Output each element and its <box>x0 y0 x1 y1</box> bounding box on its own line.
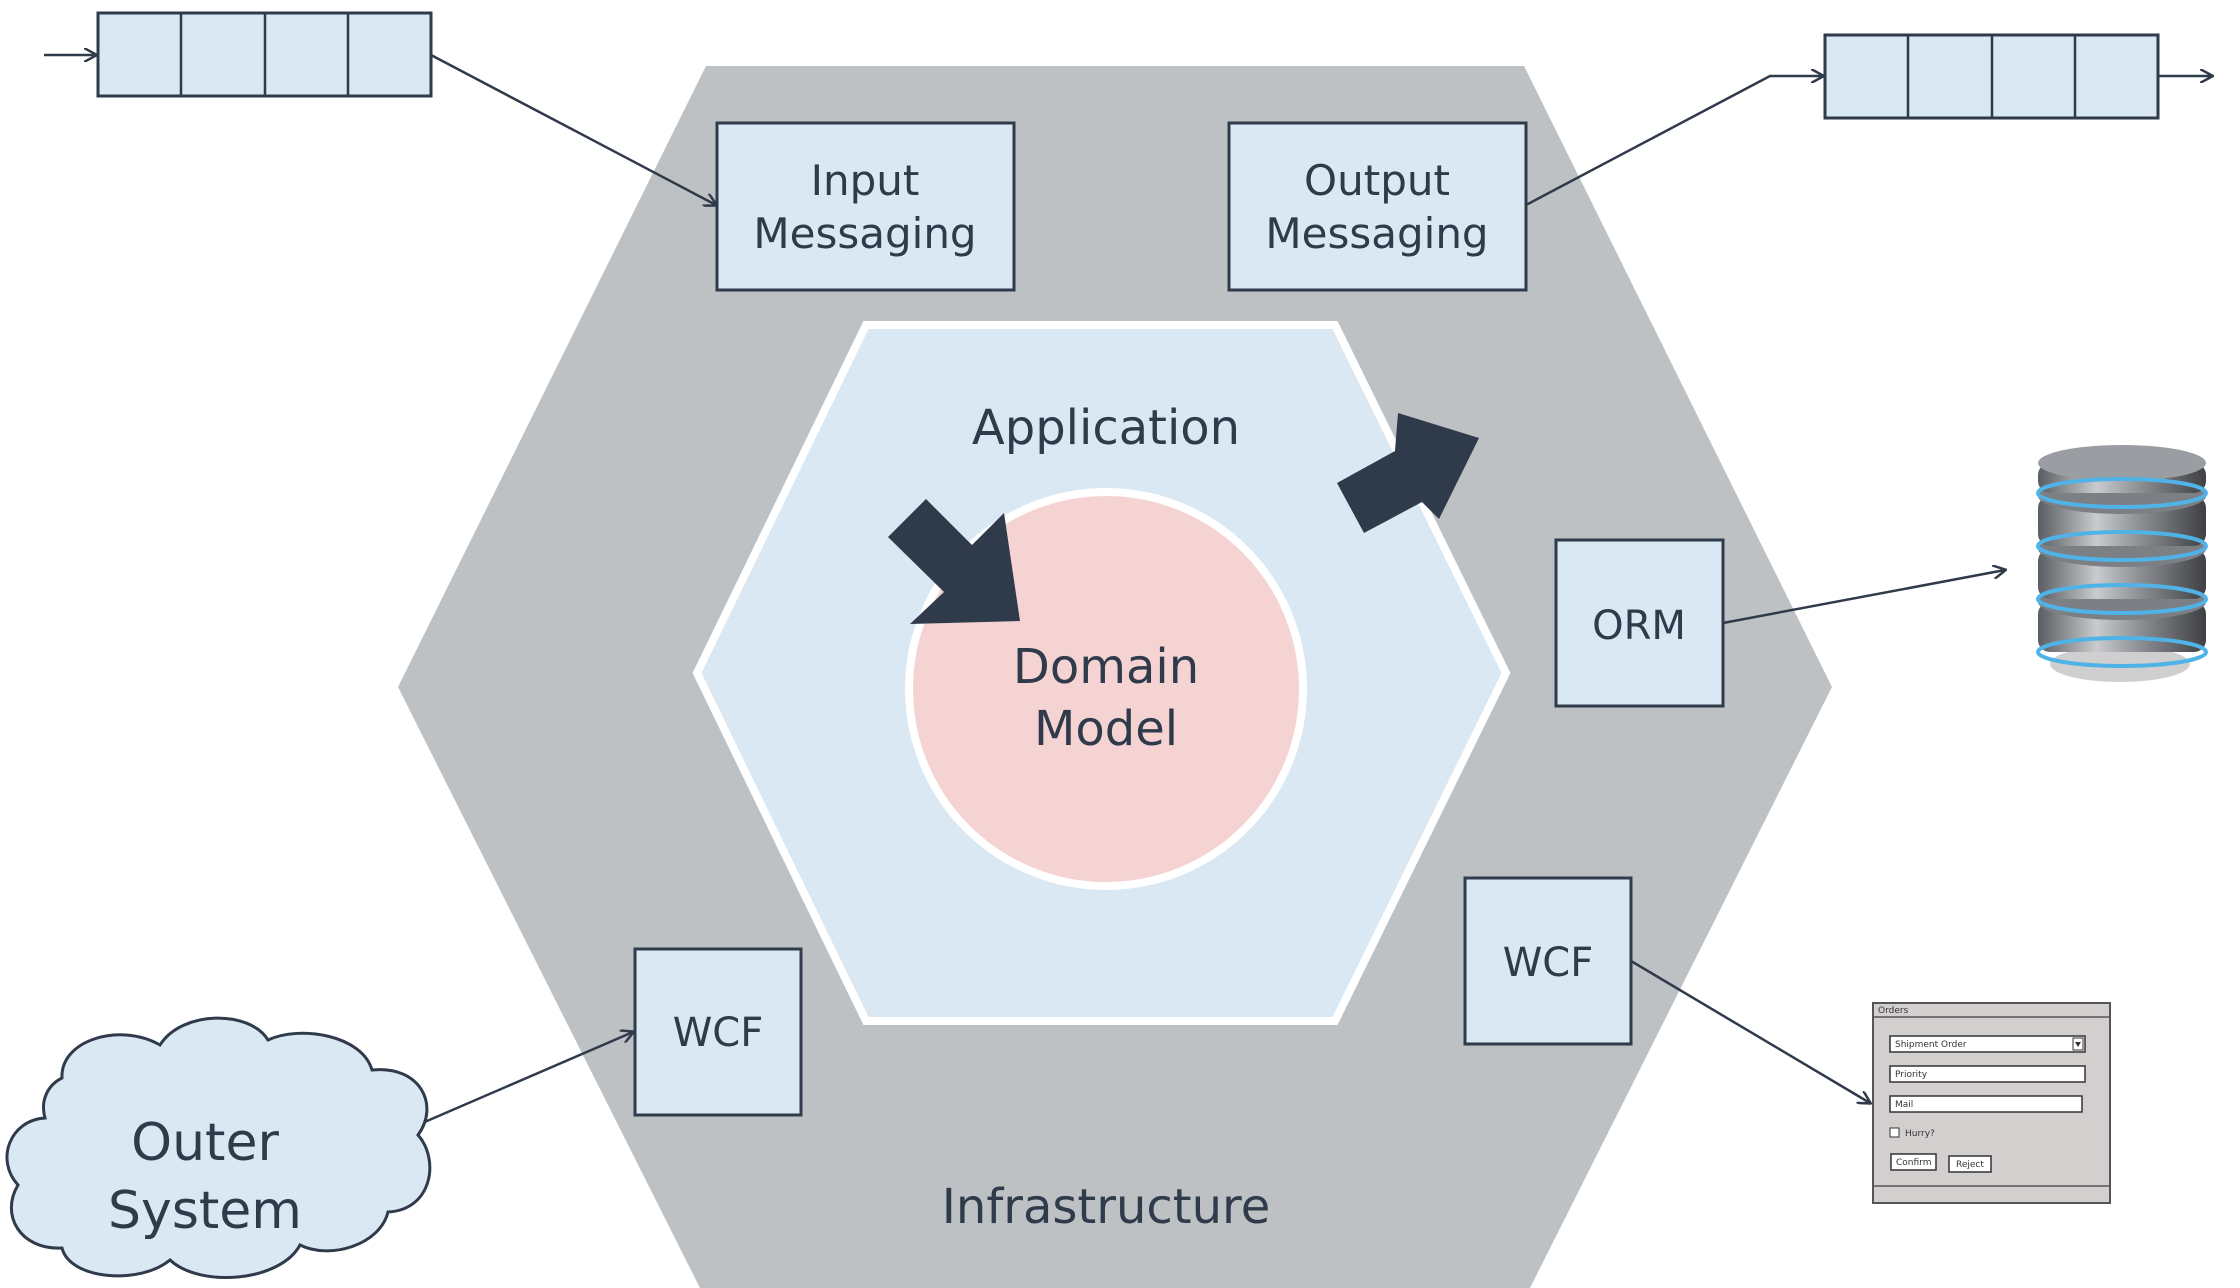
output-messaging-label-line1: Output <box>1304 156 1450 205</box>
wcf-right-box <box>1463 876 1633 1046</box>
input-queue-to-input-messaging-arrow <box>430 53 716 205</box>
form-checkbox-label: Hurry? <box>1905 1129 1935 1139</box>
output-queue <box>1823 33 2160 120</box>
user-interface-form: Orders Shipment Order Priority Mail Hurr… <box>1872 1002 2111 1204</box>
input-queue <box>96 11 433 98</box>
output-messaging-box <box>1227 121 1528 292</box>
application-label: Application <box>972 400 1240 456</box>
orm-box <box>1554 538 1725 708</box>
orm-to-database-arrow <box>1722 570 2005 625</box>
outbound-dependency-arrow <box>1337 413 1479 533</box>
outer-system-label-line1: Outer <box>131 1113 279 1173</box>
form-field-mail: Mail <box>1895 1100 1913 1110</box>
infrastructure-label: Infrastructure <box>942 1179 1270 1235</box>
database-icon <box>2036 445 2208 682</box>
outer-system-cloud <box>5 1016 432 1279</box>
domain-model-label-line1: Domain <box>1013 639 1199 695</box>
inbound-dependency-arrow <box>888 499 1020 624</box>
input-messaging-label-line1: Input <box>811 156 920 205</box>
outer-system-label-line2: System <box>108 1181 302 1241</box>
outer-system-to-wcf-arrow <box>419 1032 633 1126</box>
input-messaging-label-line2: Messaging <box>753 209 976 258</box>
form-confirm-button: Confirm <box>1896 1158 1931 1168</box>
wcf-right-label: WCF <box>1503 940 1594 986</box>
wcf-left-label: WCF <box>673 1010 764 1056</box>
form-field-priority: Priority <box>1895 1070 1928 1080</box>
input-messaging-box <box>715 121 1016 292</box>
domain-model-label-line2: Model <box>1034 701 1178 757</box>
output-messaging-label-line2: Messaging <box>1265 209 1488 258</box>
output-messaging-to-output-queue-arrow <box>1525 76 1823 207</box>
form-dropdown-value: Shipment Order <box>1895 1040 1967 1050</box>
wcf-to-user-interface-arrow <box>1630 959 1870 1103</box>
wcf-left-box <box>633 947 803 1117</box>
form-window-title: Orders <box>1878 1006 1909 1016</box>
orm-label: ORM <box>1592 603 1686 649</box>
form-reject-button: Reject <box>1956 1160 1984 1170</box>
